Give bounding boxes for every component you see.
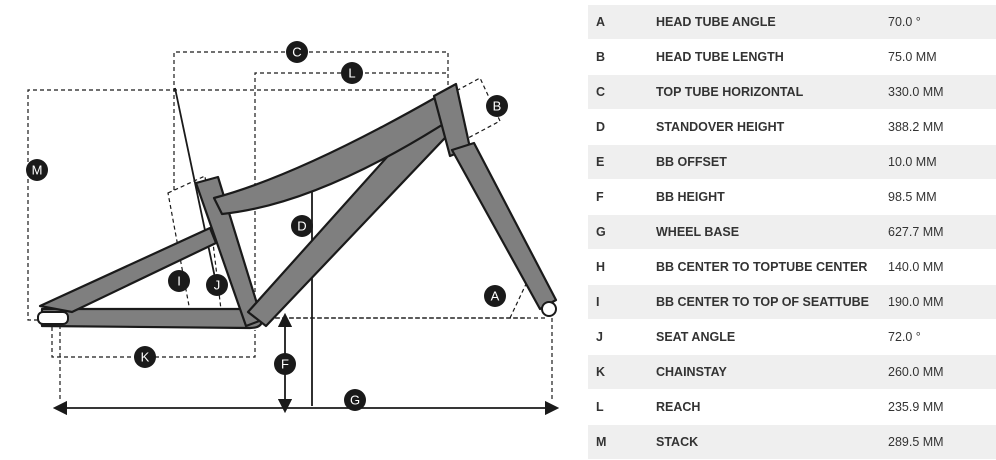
- label-bubbles: C L B M D I J A K F G: [26, 41, 508, 411]
- svg-text:D: D: [297, 219, 306, 234]
- row-value: 289.5 MM: [888, 424, 996, 460]
- svg-text:C: C: [292, 45, 301, 60]
- svg-text:J: J: [214, 278, 221, 293]
- row-key: J: [588, 319, 656, 355]
- row-value: 235.9 MM: [888, 389, 996, 425]
- row-value: 10.0 MM: [888, 144, 996, 180]
- chainstay: [40, 307, 264, 330]
- row-key: F: [588, 179, 656, 215]
- row-value: 75.0 MM: [888, 39, 996, 75]
- bubble-d: D: [291, 215, 313, 237]
- row-key: G: [588, 214, 656, 250]
- row-key: B: [588, 39, 656, 75]
- row-value: 627.7 MM: [888, 214, 996, 250]
- row-name: REACH: [656, 389, 888, 425]
- row-name: BB CENTER TO TOP OF SEATTUBE: [656, 284, 888, 320]
- bubble-a: A: [484, 285, 506, 307]
- svg-text:L: L: [348, 66, 355, 81]
- svg-text:B: B: [493, 99, 502, 114]
- svg-text:M: M: [32, 163, 43, 178]
- front-axle: [541, 301, 557, 317]
- svg-text:I: I: [177, 274, 181, 289]
- row-name: HEAD TUBE ANGLE: [656, 5, 888, 40]
- row-key: H: [588, 249, 656, 285]
- row-name: BB OFFSET: [656, 144, 888, 180]
- dimension-arrows: [52, 87, 560, 416]
- bubble-c: C: [286, 41, 308, 63]
- seatstay: [38, 226, 218, 314]
- row-name: BB HEIGHT: [656, 179, 888, 215]
- row-key: A: [588, 5, 656, 40]
- bubble-j: J: [206, 274, 228, 296]
- row-key: C: [588, 74, 656, 110]
- row-name: SEAT ANGLE: [656, 319, 888, 355]
- bubble-m: M: [26, 159, 48, 181]
- fork: [450, 141, 558, 311]
- row-value: 388.2 MM: [888, 109, 996, 145]
- bubble-l: L: [341, 62, 363, 84]
- row-name: HEAD TUBE LENGTH: [656, 39, 888, 75]
- svg-text:G: G: [350, 393, 360, 408]
- row-key: I: [588, 284, 656, 320]
- row-value: 98.5 MM: [888, 179, 996, 215]
- row-key: D: [588, 109, 656, 145]
- row-name: CHAINSTAY: [656, 354, 888, 390]
- row-key: L: [588, 389, 656, 425]
- row-value: 260.0 MM: [888, 354, 996, 390]
- row-name: STANDOVER HEIGHT: [656, 109, 888, 145]
- bike-geometry-diagram: C L B M D I J A K F G: [26, 41, 560, 416]
- row-value: 330.0 MM: [888, 74, 996, 110]
- row-key: M: [588, 424, 656, 460]
- rear-dropout: [37, 311, 69, 325]
- bubble-i: I: [168, 270, 190, 292]
- svg-text:K: K: [141, 350, 150, 365]
- row-value: 190.0 MM: [888, 284, 996, 320]
- bubble-k: K: [134, 346, 156, 368]
- row-key: K: [588, 354, 656, 390]
- row-value: 70.0 °: [888, 5, 996, 40]
- row-name: TOP TUBE HORIZONTAL: [656, 74, 888, 110]
- row-name: STACK: [656, 424, 888, 460]
- row-key: E: [588, 144, 656, 180]
- bubble-b: B: [486, 95, 508, 117]
- bubble-g: G: [344, 389, 366, 411]
- row-name: WHEEL BASE: [656, 214, 888, 250]
- row-value: 72.0 °: [888, 319, 996, 355]
- dimension-lines: [27, 51, 553, 402]
- svg-text:F: F: [281, 357, 289, 372]
- bike-frame: [38, 82, 558, 330]
- bubble-f: F: [274, 353, 296, 375]
- row-name: BB CENTER TO TOPTUBE CENTER: [656, 249, 888, 285]
- svg-text:A: A: [491, 289, 500, 304]
- row-value: 140.0 MM: [888, 249, 996, 285]
